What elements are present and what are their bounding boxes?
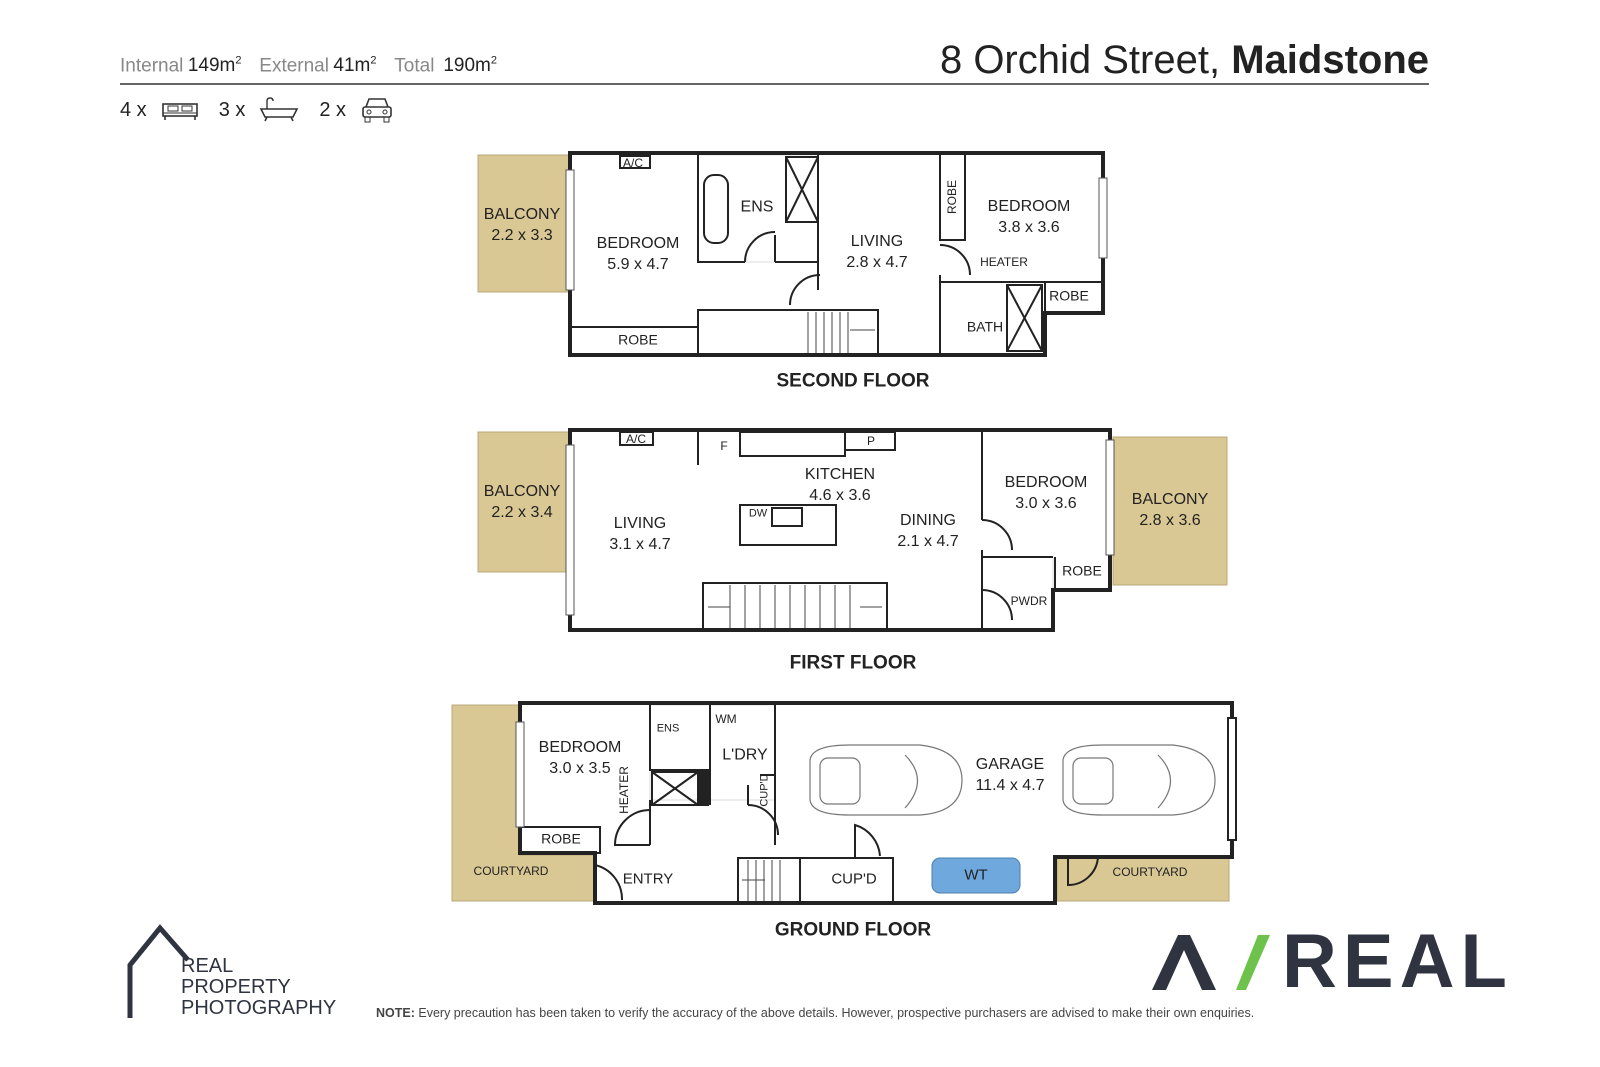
total-value: 190m2: [443, 55, 497, 77]
ground-laundry-label: L'DRY: [722, 746, 768, 764]
area-stats: Internal 149m2 External 41m2 Total 190m2: [120, 55, 497, 77]
bath-count: 3 x: [218, 98, 246, 121]
ground-entry-label: ENTRY: [622, 870, 674, 888]
photographer-logo-house-icon: [127, 924, 190, 1018]
second-robe-vert-label: ROBE: [945, 179, 959, 215]
second-heater-label: HEATER: [980, 255, 1028, 269]
car-count: 2 x: [319, 98, 347, 121]
second-bath-label: BATH: [966, 318, 1004, 335]
ground-courtyard-right-label: COURTYARD: [1112, 865, 1188, 879]
ground-ens-label: ENS: [656, 722, 680, 735]
car-icon: [362, 98, 392, 123]
first-pwdr-label: PWDR: [1010, 594, 1048, 608]
bed-icon: [161, 103, 198, 120]
header-rule: [120, 83, 1429, 85]
first-fridge-label: F: [720, 439, 728, 453]
photographer-logo-text: REAL PROPERTY PHOTOGRAPHY: [181, 955, 337, 1019]
first-floor-title: FIRST FLOOR: [789, 652, 917, 674]
second-ac-label: A/C: [622, 156, 644, 170]
first-robe-label: ROBE: [1062, 562, 1102, 579]
ground-cupd-small-label: CUP'D: [758, 773, 771, 807]
bed-count: 4 x: [120, 98, 147, 121]
water-tank: [931, 857, 1021, 894]
agency-logo: [1152, 935, 1270, 990]
first-balcony-right-area: [1112, 436, 1228, 586]
first-balcony-left-area: [477, 431, 571, 573]
ground-courtyard-right-area: [1056, 856, 1230, 902]
ground-wt-label: WT: [964, 866, 988, 884]
second-ens-label: ENS: [740, 198, 774, 216]
ground-wm-label: WM: [715, 712, 737, 726]
address-title: 8 Orchid Street, Maidstone: [940, 38, 1429, 83]
total-label: Total: [394, 55, 435, 77]
disclaimer-note: NOTE: Every precaution has been taken to…: [376, 1006, 1254, 1020]
agency-logo-text: REAL: [1282, 919, 1513, 1004]
car-drawing: [809, 744, 1216, 816]
second-balcony-area: [477, 154, 571, 293]
second-floor-title: SECOND FLOOR: [776, 370, 930, 392]
first-ac-label: A/C: [625, 432, 647, 446]
second-robe-left-label: ROBE: [618, 331, 658, 348]
address-street: 8 Orchid Street,: [939, 38, 1221, 82]
ground-courtyard-left-label: COURTYARD: [473, 864, 549, 878]
ground-heater-label: HEATER: [617, 766, 631, 814]
second-robe-right-label: ROBE: [1049, 287, 1089, 304]
ground-cupd-label: CUP'D: [831, 870, 877, 888]
note-label: NOTE:: [376, 1006, 415, 1020]
ground-floor-title: GROUND FLOOR: [774, 919, 932, 941]
internal-value: 149m2: [187, 55, 242, 77]
first-pantry-label: P: [866, 434, 876, 448]
ground-robe-label: ROBE: [541, 830, 581, 847]
internal-label: Internal: [120, 55, 184, 77]
first-dw-label: DW: [748, 507, 768, 520]
note-text: Every precaution has been taken to verif…: [414, 1006, 1255, 1020]
address-suburb: Maidstone: [1231, 38, 1429, 82]
feature-counts: 4 x 3 x 2 x: [120, 96, 394, 124]
bath-icon: [260, 97, 299, 122]
external-value: 41m2: [333, 55, 377, 77]
external-label: External: [259, 55, 329, 77]
